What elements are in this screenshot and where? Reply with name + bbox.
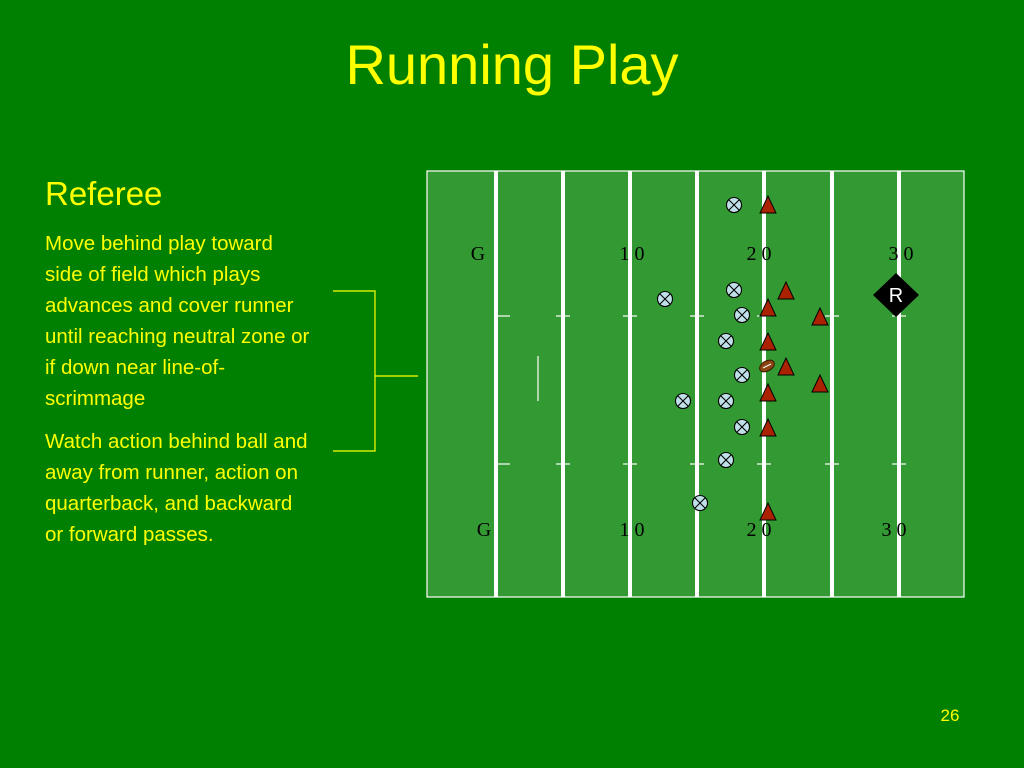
hash-marks xyxy=(496,315,906,465)
top-label-20: 2 0 xyxy=(747,243,772,265)
offense-player-icon xyxy=(777,280,795,300)
defense-player-icon xyxy=(733,418,751,436)
offense-player-icon xyxy=(811,373,829,393)
referee-marker: R xyxy=(873,273,919,317)
offense-player-icon xyxy=(759,417,777,437)
bracket-connector xyxy=(333,290,418,452)
defense-player-icon xyxy=(733,366,751,384)
defense-player-icon xyxy=(725,196,743,214)
defense-players xyxy=(656,196,751,512)
offense-player-icon xyxy=(811,306,829,326)
offense-player-icon xyxy=(759,194,777,214)
paragraph-2: Watch action behind ball and away from r… xyxy=(45,430,308,546)
top-label-10: 1 0 xyxy=(620,243,645,265)
page-number: 26 xyxy=(940,706,960,725)
bottom-label-g: G xyxy=(477,519,491,541)
defense-player-icon xyxy=(725,281,743,299)
yard-lines xyxy=(494,171,901,597)
offense-players xyxy=(759,194,829,521)
top-label-30: 3 0 xyxy=(889,243,914,265)
offense-player-icon xyxy=(759,297,777,317)
defense-player-icon xyxy=(733,306,751,324)
defense-player-icon xyxy=(674,392,692,410)
offense-player-icon xyxy=(759,331,777,351)
football-icon xyxy=(759,359,775,373)
offense-player-icon xyxy=(759,501,777,521)
defense-player-icon xyxy=(717,392,735,410)
defense-player-icon xyxy=(691,494,709,512)
referee-label: R xyxy=(889,285,903,307)
top-label-g: G xyxy=(471,243,485,265)
offense-player-icon xyxy=(777,356,795,376)
bottom-label-30: 3 0 xyxy=(882,519,907,541)
slide-title: Running Play xyxy=(345,33,679,96)
paragraph-1: Move behind play toward side of field wh… xyxy=(45,232,310,410)
referee-diamond-icon xyxy=(873,273,919,317)
bottom-label-20: 2 0 xyxy=(747,519,772,541)
defense-player-icon xyxy=(717,451,735,469)
defense-player-icon xyxy=(717,332,735,350)
section-heading: Referee xyxy=(45,175,163,212)
bottom-label-10: 1 0 xyxy=(620,519,645,541)
defense-player-icon xyxy=(656,290,674,308)
offense-player-icon xyxy=(759,382,777,402)
text-column: Referee Move behind play toward side of … xyxy=(45,172,315,562)
